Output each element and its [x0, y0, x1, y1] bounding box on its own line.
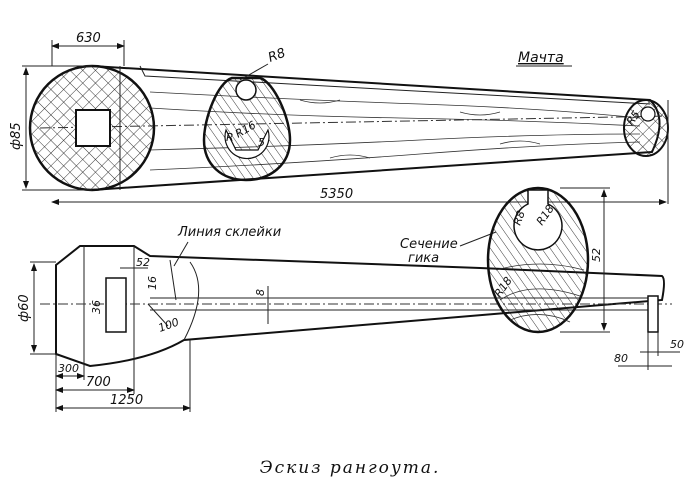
mast-title: Мачта: [518, 50, 564, 66]
boom-recess: [105, 277, 127, 333]
mast-pear-section: [202, 76, 292, 182]
boom-view: Линия склейки Сечение гика ф60 36 52 16 …: [17, 186, 684, 412]
boom-dim-36: 36: [90, 300, 103, 314]
boom-dim-50: 50: [670, 338, 684, 351]
mast-sec-5: 5: [258, 136, 265, 149]
boom-sec-52: 52: [590, 248, 603, 262]
mast-dim-diameter: ф85: [9, 122, 24, 150]
mast-dim-630: 630: [76, 31, 101, 46]
figure-caption: Эскиз рангоута.: [259, 458, 441, 478]
boom-outline: [55, 245, 665, 368]
boom-dim-52: 52: [136, 256, 150, 269]
boom-dim-8: 8: [254, 289, 267, 296]
boom-dim-700: 700: [86, 375, 111, 390]
boom-dim-100: 100: [157, 315, 181, 334]
boom-dim-diameter: ф60: [17, 294, 32, 322]
mast-socket-square: [75, 109, 111, 147]
mast-tip-hole: [640, 106, 656, 122]
boom-dim-80: 80: [614, 352, 628, 365]
boom-cross-section: [486, 186, 590, 334]
boom-section-grain: [495, 263, 585, 323]
boom-dim-16: 16: [146, 276, 159, 290]
mast-dim-r8: R8: [266, 46, 287, 66]
mast-sec-r: R: [226, 131, 234, 144]
boom-section-label-2: гика: [408, 251, 439, 266]
mast-view: 630 ф85 R8 R R16 5 R5 5350 Мачта: [9, 31, 671, 205]
boom-section-slot: [513, 189, 563, 251]
mast-pear-hole: [235, 79, 257, 101]
mast-pear-core: [224, 128, 270, 160]
boom-dim-1250: 1250: [110, 393, 143, 408]
mast-top-strip: [139, 65, 651, 105]
boom-glue-line-label: Линия склейки: [177, 225, 281, 240]
mast-centerline: [39, 115, 671, 129]
boom-dim-300: 300: [58, 362, 79, 375]
boom-end-fitting: [647, 295, 659, 333]
mast-body-outline: [91, 65, 661, 191]
boom-sec-r8: R8: [511, 209, 528, 227]
boom-section-label-1: Сечение: [400, 237, 458, 252]
mast-dim-length: 5350: [320, 187, 353, 202]
